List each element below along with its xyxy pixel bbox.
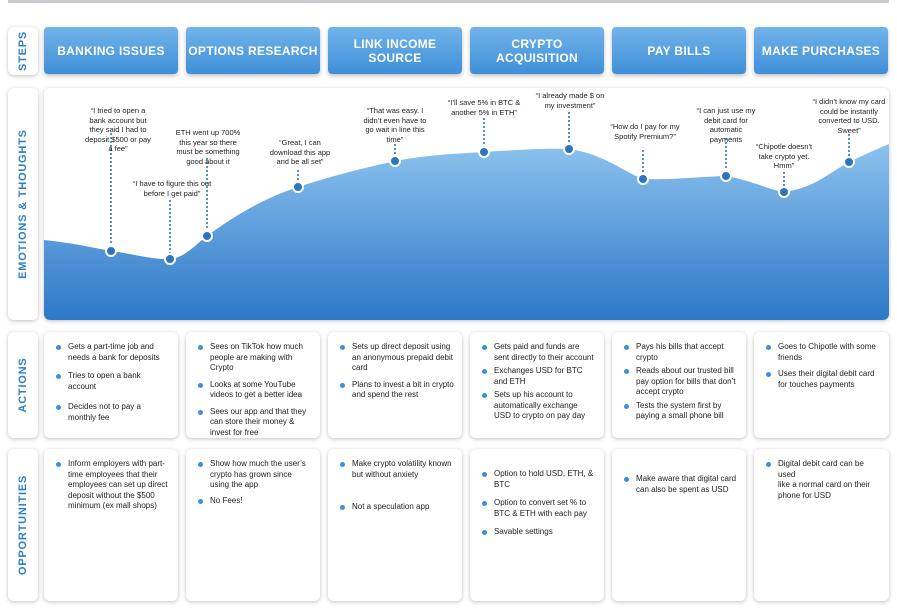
bullet-item: Goes to Chipotle with some friends	[766, 342, 881, 363]
quote-6: “I’ll save 5% in BTC & another 5% in ETH…	[447, 98, 521, 117]
opportunities-card-1: Inform employers with part-time employee…	[44, 449, 178, 601]
bullet-item: Show how much the user’s crypto has grow…	[198, 459, 312, 491]
emotion-point-10	[778, 186, 790, 198]
opportunities-card-6: Digital debit card can be used like a no…	[754, 449, 889, 601]
quote-2: “I have to figure this out before I get …	[132, 179, 212, 198]
bullet-item: Sets up his account to automatically exc…	[482, 390, 596, 422]
bullet-item: Pays his bills that accept crypto	[624, 342, 738, 363]
row-label-emotions: EMOTIONS & THOUGHTS	[8, 88, 38, 320]
row-label-steps: STEPS	[8, 27, 38, 75]
quote-8: “How do I pay for my Spotify Premium?”	[610, 122, 680, 141]
step-pay-bills: PAY BILLS	[612, 27, 746, 74]
row-label-actions: ACTIONS	[8, 332, 38, 438]
bullet-item: Gets paid and funds are sent directly to…	[482, 342, 596, 363]
quote-9: “I can just use my debit card for automa…	[696, 106, 756, 144]
row-label-opportunities: OPPORTUNITIES	[8, 449, 38, 601]
bullet-item: Decides not to pay a monthly fee	[56, 402, 170, 423]
quote-11: “I didn’t know my card could be instantl…	[812, 97, 886, 135]
bullet-item: Make aware that digital card can also be…	[624, 474, 738, 495]
step-crypto-acquisition: CRYPTO ACQUISITION	[470, 27, 604, 74]
bullet-item: Option to convert set % to BTC & ETH wit…	[482, 498, 596, 519]
step-make-purchases: MAKE PURCHASES	[754, 27, 888, 74]
emotion-point-3	[201, 230, 213, 242]
bullet-item: Savable settings	[482, 527, 596, 538]
quote-1: “I tried to open a bank account but they…	[85, 106, 151, 153]
emotion-curve-area	[44, 144, 889, 320]
emotions-panel: “I tried to open a bank account but they…	[44, 88, 889, 320]
emotion-point-9	[720, 170, 732, 182]
opportunities-card-4: Option to hold USD, ETH, & BTC Option to …	[470, 449, 604, 601]
bullet-item: Looks at some YouTube videos to get a be…	[198, 380, 312, 401]
quote-7: “I already made $ on my investment”	[535, 91, 605, 110]
emotion-point-6	[478, 146, 490, 158]
bullet-item: Uses their digital debit card for touche…	[766, 369, 881, 390]
bullet-item: Option to hold USD, ETH, & BTC	[482, 469, 596, 490]
bullet-item: Make crypto volatility known but without…	[340, 459, 454, 480]
bullet-item: No Fees!	[198, 496, 312, 507]
bullet-item: Inform employers with part-time employee…	[56, 459, 170, 512]
bullet-item: Gets a part-time job and needs a bank fo…	[56, 342, 170, 363]
row-label-actions-text: ACTIONS	[17, 357, 29, 413]
step-link-income-source: LINK INCOME SOURCE	[328, 27, 462, 74]
emotion-point-2	[164, 253, 176, 265]
opportunities-card-2: Show how much the user’s crypto has grow…	[186, 449, 320, 601]
emotion-point-5	[389, 155, 401, 167]
emotion-point-4	[292, 181, 304, 193]
quote-3: ETH went up 700% this year so there must…	[175, 128, 241, 166]
row-label-opportunities-text: OPPORTUNITIES	[17, 474, 29, 576]
bullet-item: Not a speculation app	[340, 502, 454, 513]
emotion-point-7	[563, 143, 575, 155]
bullet-item: Digital debit card can be used like a no…	[766, 459, 881, 501]
actions-card-4: Gets paid and funds are sent directly to…	[470, 332, 604, 438]
emotion-points	[105, 143, 855, 265]
emotion-point-1	[105, 245, 117, 257]
bullet-item: Sees our app and that they can store the…	[198, 407, 312, 439]
quote-5: “That was easy. I didn’t even have to go…	[363, 106, 427, 144]
emotion-point-8	[637, 173, 649, 185]
step-banking-issues: BANKING ISSUES	[44, 27, 178, 74]
opportunities-card-3: Make crypto volatility known but without…	[328, 449, 462, 601]
bullet-item: Sees on TikTok how much people are makin…	[198, 342, 312, 374]
emotion-point-11	[843, 156, 855, 168]
actions-card-1: Gets a part-time job and needs a bank fo…	[44, 332, 178, 438]
bullet-item: Tests the system first by paying a small…	[624, 401, 738, 422]
opportunities-card-5: Make aware that digital card can also be…	[612, 449, 746, 601]
bullet-item: Sets up direct deposit using an anonymou…	[340, 342, 454, 374]
row-label-steps-text: STEPS	[17, 30, 29, 72]
quote-10: “Chipotle doesn’t take crypto yet. Hmm”	[755, 142, 813, 170]
row-label-emotions-text: EMOTIONS & THOUGHTS	[17, 129, 29, 279]
actions-card-3: Sets up direct deposit using an anonymou…	[328, 332, 462, 438]
quote-4: “Great, I can download this app and be a…	[269, 138, 331, 166]
bullet-item: Plans to invest a bit in crypto and spen…	[340, 380, 454, 401]
top-divider	[8, 0, 889, 3]
step-options-research: OPTIONS RESEARCH	[186, 27, 320, 74]
actions-card-2: Sees on TikTok how much people are makin…	[186, 332, 320, 438]
bullet-item: Tries to open a bank account	[56, 371, 170, 392]
bullet-item: Exchanges USD for BTC and ETH	[482, 366, 596, 387]
bullet-item: Reads about our trusted bill pay option …	[624, 366, 738, 398]
emotion-curve-chart	[44, 112, 889, 320]
